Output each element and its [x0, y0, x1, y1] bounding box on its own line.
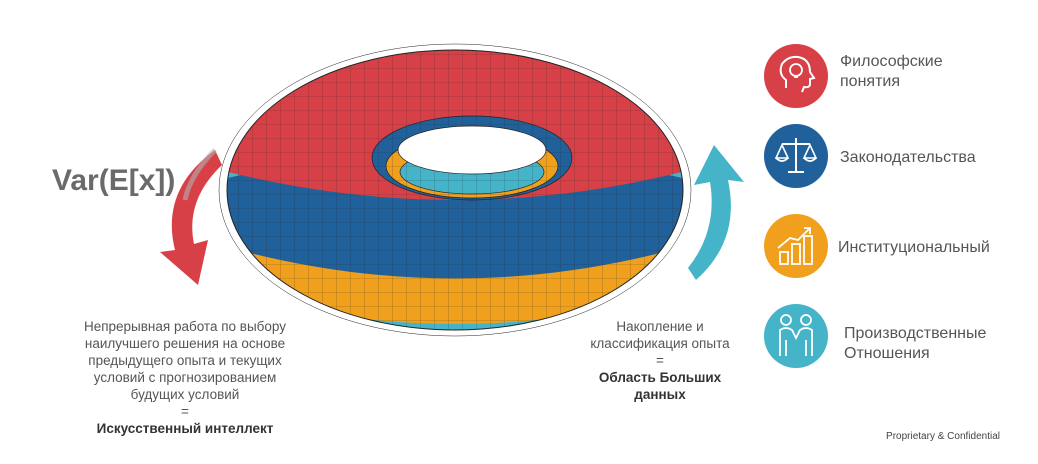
category-label-philosophy: Философские понятия	[840, 52, 943, 92]
scales-icon	[764, 124, 828, 188]
category-line: Производственные	[844, 325, 987, 342]
ai-line: Непрерывная работа по выбору	[83, 319, 287, 334]
red-curved-arrow-icon	[160, 148, 222, 285]
big-data-result: данных	[634, 387, 686, 402]
big-data-line: Накопление и	[616, 319, 704, 334]
ai-line: предыдущего опыта и текущих	[88, 353, 282, 368]
category-line: Философские	[840, 53, 943, 70]
category-label-production: Производственные Отношения	[844, 324, 986, 364]
ai-line: будущих условий	[130, 387, 240, 402]
ai-equals: =	[181, 404, 189, 419]
cyan-curved-arrow-icon	[688, 145, 744, 280]
ai-result: Искусственный интеллект	[96, 421, 274, 436]
ai-line: наилучшего решения на основе	[84, 336, 286, 351]
big-data-description: Накопление и классификация опыта = Облас…	[560, 318, 760, 403]
footer-confidential: Proprietary & Confidential	[886, 431, 1000, 442]
big-data-result: Область Больших	[598, 370, 722, 385]
growth-chart-icon	[764, 214, 828, 278]
ai-line: условий с прогнозированием	[93, 370, 277, 385]
big-data-line: классификация опыта	[590, 336, 730, 351]
category-label-legislation: Законодательства	[840, 148, 976, 168]
head-bulb-icon	[764, 44, 828, 108]
category-label-institutional: Институциональный	[838, 238, 990, 258]
torus-diagram	[210, 40, 700, 360]
category-line: Законодательства	[840, 149, 976, 166]
category-line: Отношения	[844, 345, 930, 362]
ai-description: Непрерывная работа по выбору наилучшего …	[40, 318, 330, 437]
handshake-people-icon	[764, 304, 828, 368]
variance-label: Var(E[x])	[52, 164, 176, 197]
category-line: понятия	[840, 73, 900, 90]
big-data-equals: =	[656, 353, 664, 368]
torus-svg	[218, 43, 692, 337]
category-line: Институциональный	[838, 239, 990, 256]
